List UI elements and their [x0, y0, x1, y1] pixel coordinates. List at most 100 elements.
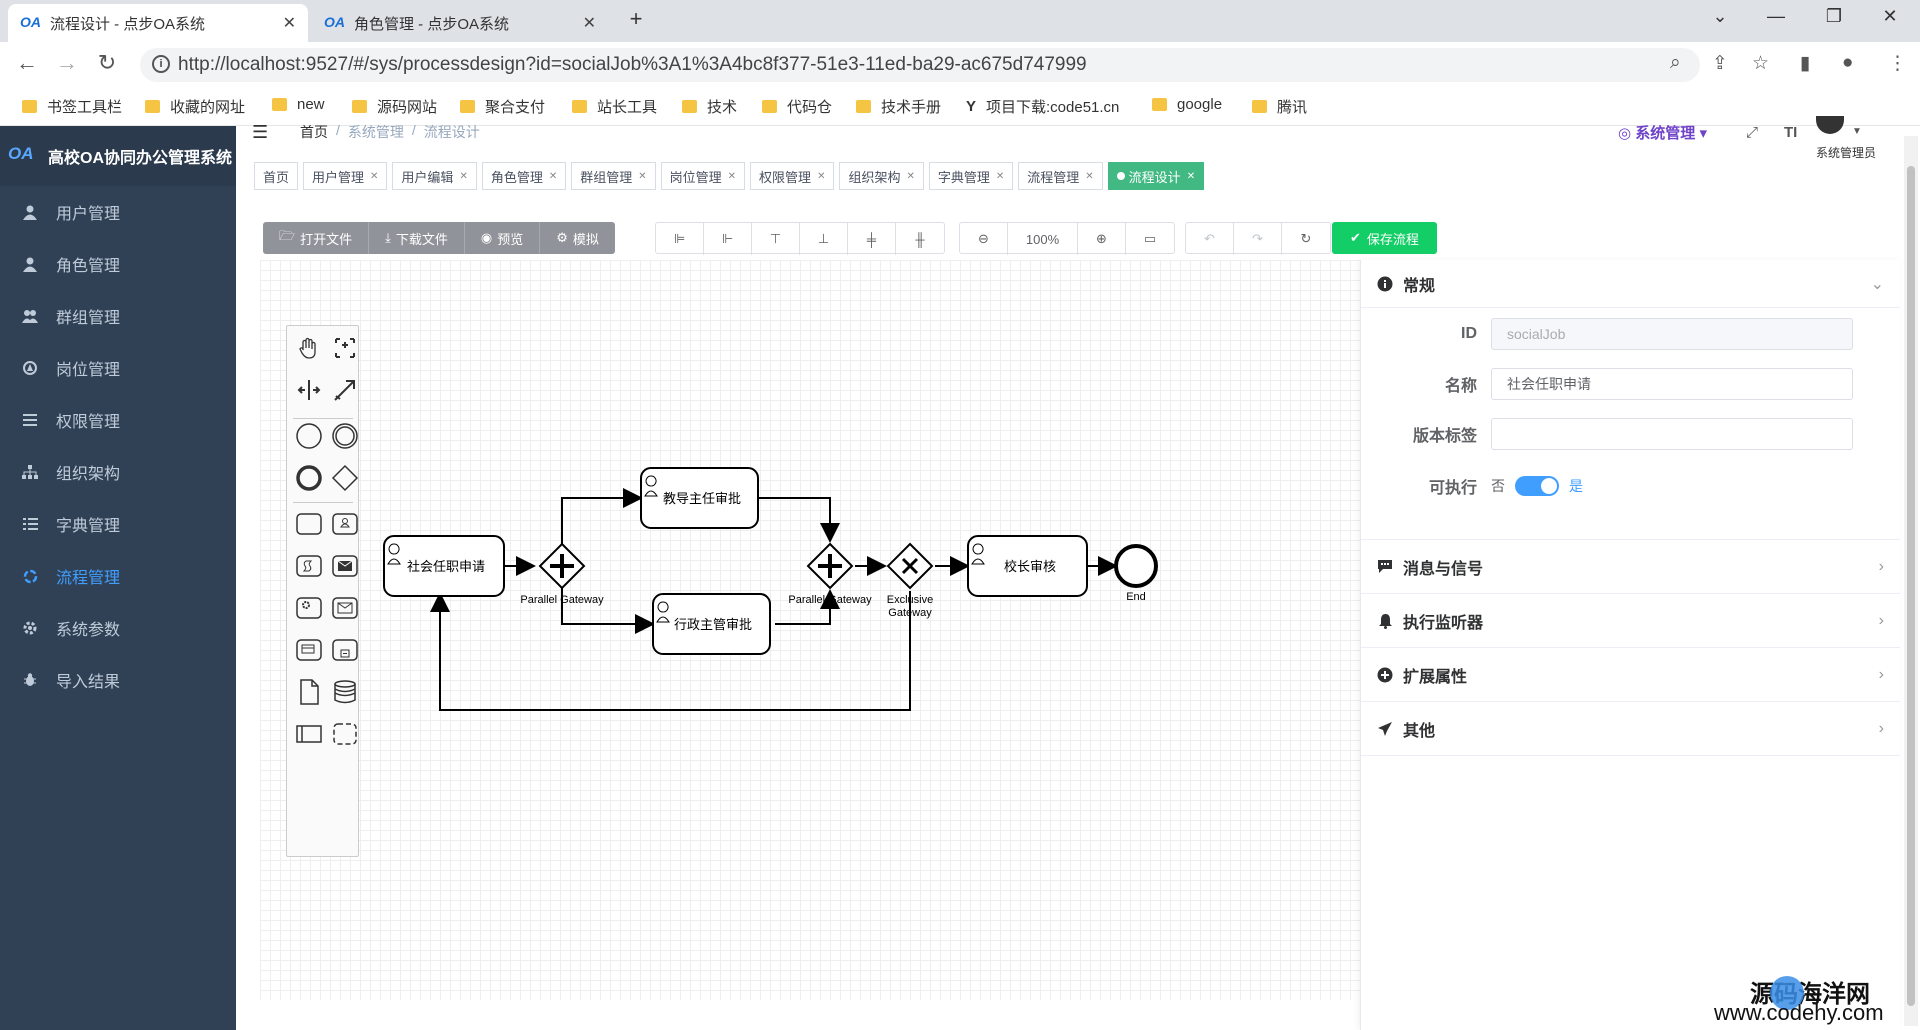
sidepanel-icon[interactable]: ▮	[1800, 53, 1811, 74]
sidebar-item-settings[interactable]: 系统参数	[0, 602, 236, 654]
reload-icon[interactable]: ↻	[97, 50, 117, 75]
section-message-signal[interactable]: 消息与信号 ›	[1361, 540, 1900, 594]
business-rule-task-icon[interactable]	[295, 636, 323, 664]
sidebar-item-dict[interactable]: 字典管理	[0, 498, 236, 550]
chevron-right-icon[interactable]: ›	[1878, 719, 1884, 737]
start-event-icon[interactable]	[295, 422, 323, 450]
simulate-button[interactable]: ⚙模拟	[540, 222, 615, 254]
back-icon[interactable]: ←	[16, 50, 38, 75]
bookmark-item[interactable]: 站长工具	[572, 96, 657, 117]
gateway-icon[interactable]	[331, 464, 359, 492]
close-icon[interactable]: ✕	[817, 170, 826, 182]
breadcrumb-item[interactable]: 首页	[300, 124, 328, 140]
reset-icon[interactable]: ↻	[1300, 231, 1312, 246]
zoom-in-icon[interactable]: ⊕	[1078, 223, 1126, 255]
service-task-icon[interactable]	[295, 594, 323, 622]
more-menu-icon[interactable]: ⋮	[1888, 53, 1907, 74]
bpmn-canvas[interactable]: 社会任职申请 教导主任审批 行政主管审批 校长审核 Parallel Gatew	[260, 260, 1570, 1000]
close-icon[interactable]: ✕	[282, 15, 296, 32]
chevron-right-icon[interactable]: ›	[1878, 665, 1884, 683]
chevron-down-icon[interactable]: ⌄	[1712, 6, 1728, 26]
bookmark-item[interactable]: 收藏的网址	[145, 96, 245, 117]
app-brand[interactable]: OA 高校OA协同办公管理系统	[0, 126, 236, 186]
pool-icon[interactable]	[295, 720, 323, 748]
site-info-icon[interactable]: i	[152, 55, 170, 73]
sidebar-item-process[interactable]: 流程管理	[0, 550, 236, 602]
intermediate-event-icon[interactable]	[331, 422, 359, 450]
sidebar-item-groups[interactable]: 群组管理	[0, 290, 236, 342]
align-top-icon[interactable]: ⊤	[752, 223, 800, 255]
profile-icon[interactable]: ●	[1842, 52, 1854, 73]
tag-item[interactable]: 角色管理✕	[481, 162, 567, 190]
space-tool-icon[interactable]	[295, 376, 323, 404]
name-field[interactable]: 社会任职申请	[1491, 368, 1853, 400]
subprocess-icon[interactable]	[331, 636, 359, 664]
tag-item[interactable]: 用户管理✕	[303, 162, 388, 190]
save-process-button[interactable]: ✔保存流程	[1332, 222, 1437, 254]
chevron-right-icon[interactable]: ›	[1878, 611, 1884, 629]
global-connect-icon[interactable]	[331, 376, 359, 404]
bookmark-item[interactable]: 书签工具栏	[22, 96, 122, 117]
align-center-icon[interactable]: ╫	[915, 231, 925, 247]
group-icon[interactable]	[331, 720, 359, 748]
download-file-button[interactable]: ⤓下载文件	[369, 222, 465, 254]
undo-icon[interactable]: ↶	[1186, 223, 1234, 255]
fit-viewport-icon[interactable]: ▭	[1143, 231, 1157, 246]
close-icon[interactable]: ✕	[548, 170, 558, 182]
user-task-icon[interactable]	[331, 510, 359, 538]
chevron-down-icon[interactable]: ⌄	[1870, 275, 1884, 293]
url-input[interactable]: i http://localhost:9527/#/sys/processdes…	[140, 48, 1700, 82]
redo-icon[interactable]: ↷	[1234, 223, 1282, 255]
lasso-tool-icon[interactable]	[331, 334, 359, 362]
sidebar-item-import[interactable]: 导入结果	[0, 654, 236, 706]
end-event-icon[interactable]	[295, 464, 323, 492]
close-icon[interactable]: ✕	[995, 170, 1005, 182]
close-icon[interactable]: ✕	[727, 170, 737, 182]
data-object-icon[interactable]	[295, 678, 323, 706]
tag-item[interactable]: 岗位管理✕	[660, 162, 746, 190]
section-extensions[interactable]: 扩展属性 ›	[1361, 648, 1900, 702]
caret-down-icon[interactable]: ▼	[1852, 126, 1862, 137]
align-middle-icon[interactable]: ╪	[848, 223, 896, 255]
tag-item[interactable]: 流程管理✕	[1018, 162, 1103, 190]
sidebar-item-posts[interactable]: 岗位管理	[0, 342, 236, 394]
data-store-icon[interactable]	[331, 678, 359, 706]
zoom-out-icon[interactable]: ⊖	[960, 223, 1008, 255]
minimize-icon[interactable]: —	[1767, 6, 1785, 26]
bookmark-item[interactable]: 代码仓	[762, 96, 832, 117]
close-icon[interactable]: ✕	[638, 170, 647, 182]
version-tag-field[interactable]	[1491, 418, 1853, 450]
breadcrumb-item[interactable]: 系统管理	[347, 124, 404, 140]
bookmark-item[interactable]: 源码网站	[352, 96, 437, 117]
section-other[interactable]: 其他 ›	[1361, 702, 1900, 756]
forward-icon[interactable]: →	[56, 50, 78, 75]
send-task-icon[interactable]	[331, 552, 359, 580]
close-icon[interactable]: ✕	[1186, 170, 1196, 182]
system-menu-dropdown[interactable]: ◎ 系统管理 ▾	[1618, 125, 1707, 142]
preview-button[interactable]: ◉预览	[464, 222, 541, 254]
tag-item[interactable]: 字典管理✕	[928, 162, 1014, 190]
bookmark-item[interactable]: new	[272, 96, 325, 113]
fullscreen-icon[interactable]: ⤢	[1746, 124, 1759, 141]
close-icon[interactable]: ✕	[582, 15, 596, 32]
chevron-right-icon[interactable]: ›	[1878, 557, 1884, 575]
tag-item-active[interactable]: 流程设计✕	[1107, 162, 1205, 190]
tag-item[interactable]: 用户编辑✕	[392, 162, 477, 190]
scrollbar-thumb[interactable]	[1907, 166, 1915, 1006]
hamburger-icon[interactable]: ☰	[252, 122, 269, 142]
align-right-icon[interactable]: ⊩	[704, 223, 752, 255]
sidebar-item-org[interactable]: 组织架构	[0, 446, 236, 498]
avatar[interactable]	[1816, 116, 1844, 134]
section-listeners[interactable]: 执行监听器 ›	[1361, 594, 1900, 648]
star-icon[interactable]: ☆	[1752, 53, 1770, 74]
bookmark-item[interactable]: 技术手册	[856, 96, 941, 117]
id-field[interactable]: socialJob	[1491, 318, 1853, 350]
maximize-icon[interactable]: ❐	[1825, 6, 1843, 26]
bookmark-item[interactable]: 聚合支付	[460, 96, 545, 117]
sidebar-item-roles[interactable]: 角色管理	[0, 238, 236, 290]
browser-tab-process[interactable]: OA 流程设计 - 点步OA系统 ✕	[8, 4, 308, 42]
font-size-icon[interactable]: TI	[1784, 124, 1798, 141]
close-icon[interactable]: ✕	[459, 170, 468, 182]
bookmark-item[interactable]: 技术	[682, 96, 737, 117]
